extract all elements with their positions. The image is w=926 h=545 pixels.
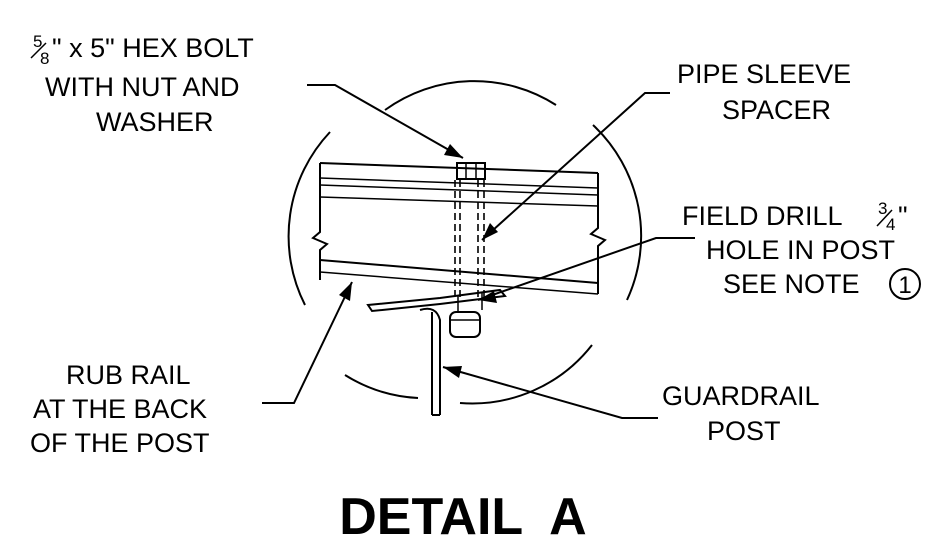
drill-label-line2: HOLE IN POST: [706, 235, 895, 265]
leader-post: [442, 366, 658, 419]
bolt-label-line3: WASHER: [96, 107, 214, 137]
label-hex-bolt: 5 8 " x 5" HEX BOLT WITH NUT AND WASHER: [30, 32, 254, 137]
post-label-line1: GUARDRAIL: [662, 381, 820, 411]
rub-label-line1: RUB RAIL: [66, 360, 191, 390]
w-beam-rail: [311, 162, 607, 295]
rub-label-line2: AT THE BACK: [33, 394, 207, 424]
post-label-line2: POST: [707, 416, 781, 446]
drill-label-line1-pre: FIELD DRILL: [682, 201, 843, 231]
drill-fraction-denominator: 4: [886, 215, 895, 234]
drill-fraction-numerator: 3: [878, 199, 887, 218]
bolt-label-line2: WITH NUT AND: [45, 72, 240, 102]
bolt-fraction-numerator: 5: [33, 32, 42, 51]
detail-title: DETAIL A: [339, 488, 586, 545]
note-circle: [889, 268, 921, 300]
bolt-shank: [454, 180, 485, 300]
bolt-head: [456, 162, 486, 180]
label-guardrail-post: GUARDRAIL POST: [662, 381, 820, 446]
note-number: 1: [898, 272, 911, 299]
guardrail-post: [419, 307, 441, 416]
label-pipe-sleeve: PIPE SLEEVE SPACER: [677, 59, 851, 125]
drill-label-line1-post: ": [898, 201, 908, 231]
bolt-label-line1: " x 5" HEX BOLT: [52, 33, 254, 63]
drill-label-line3: SEE NOTE: [723, 269, 860, 299]
bolt-fraction-denominator: 8: [40, 49, 49, 68]
rub-label-line3: OF THE POST: [30, 428, 210, 458]
label-field-drill: FIELD DRILL 3 4 " HOLE IN POST SEE NOTE …: [682, 199, 921, 300]
leader-bolt: [307, 84, 464, 159]
leader-drill: [477, 237, 695, 303]
leader-rub-rail: [262, 281, 353, 404]
sleeve-label-line2: SPACER: [722, 95, 831, 125]
bolt-nut: [449, 311, 481, 338]
leader-sleeve: [481, 92, 670, 241]
label-rub-rail: RUB RAIL AT THE BACK OF THE POST: [30, 360, 210, 458]
sleeve-label-line1: PIPE SLEEVE: [677, 59, 851, 89]
detail-circle: [287, 80, 643, 405]
post-flange: [366, 288, 507, 313]
